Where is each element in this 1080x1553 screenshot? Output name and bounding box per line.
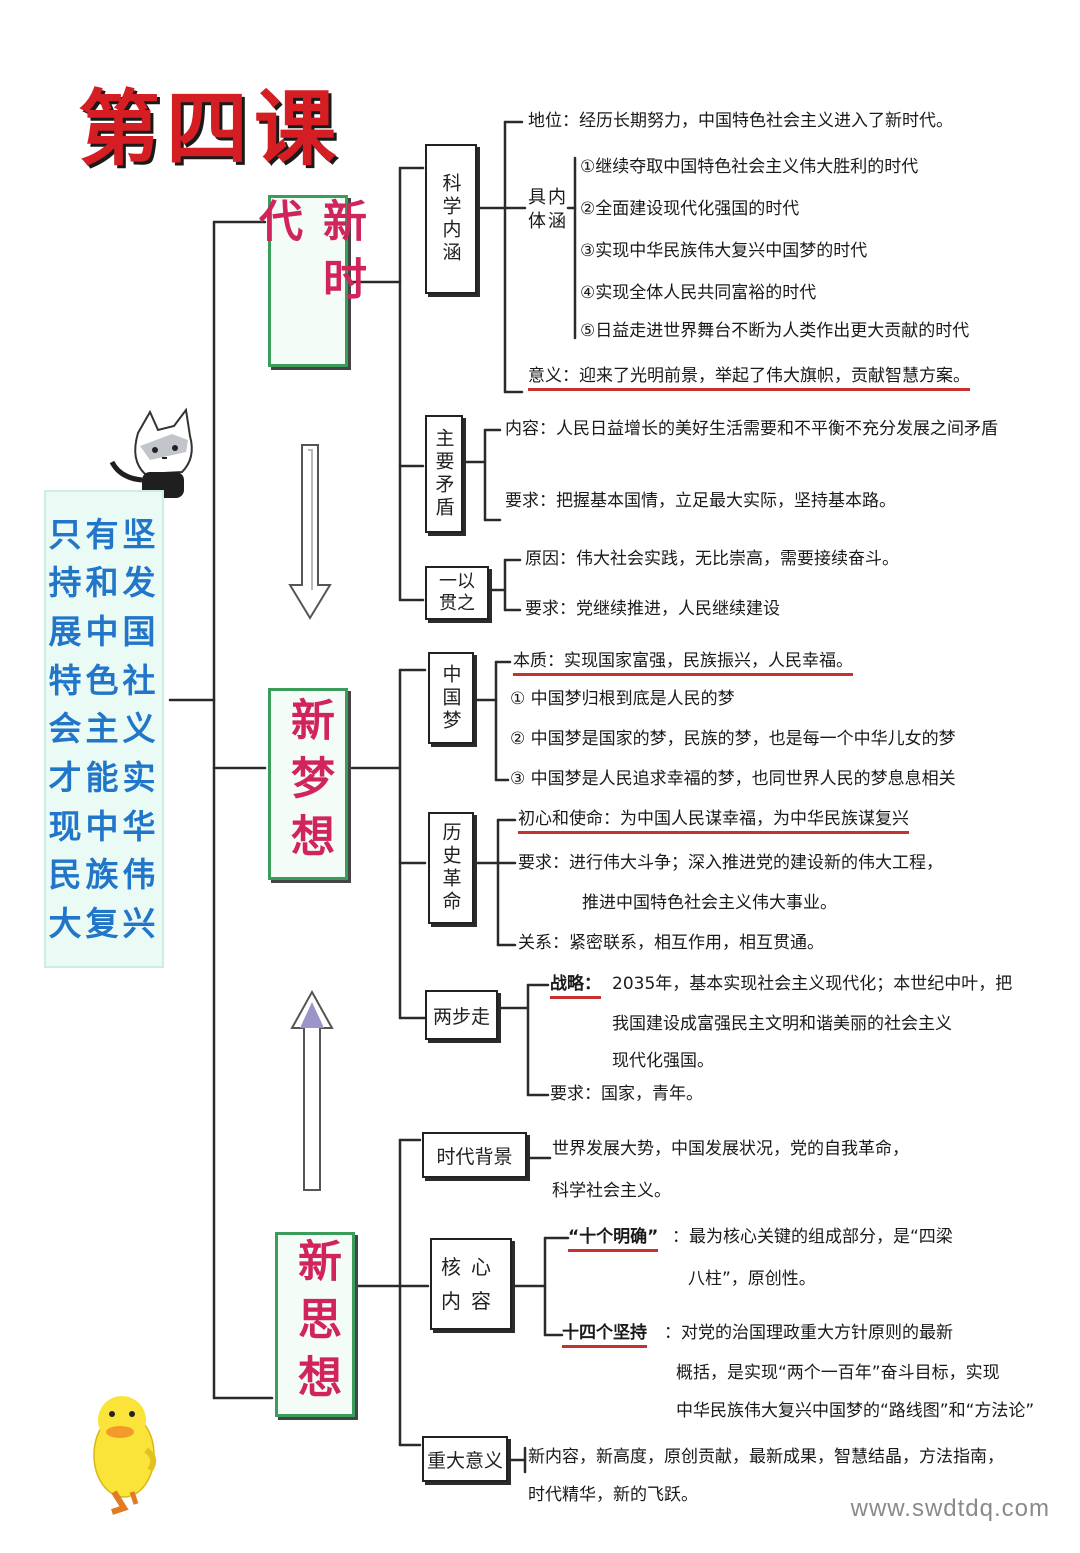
text-contradiction-content: 内容：人民日益增长的美好生活需要和不平衡不充分发展之间矛盾 — [505, 419, 998, 439]
text-significance-cont: 时代精华，新的飞跃。 — [528, 1485, 698, 1505]
text-ten-clarifications: ：最为核心关键的组成部分，是“四梁 — [672, 1227, 953, 1247]
text-significance: 新内容，新高度，原创贡献，最新成果，智慧结晶，方法指南， — [528, 1447, 1004, 1467]
text-mission-relation: 关系：紧密联系，相互作用，相互贯通。 — [518, 933, 824, 953]
node-new-era: 新时代 — [251, 195, 366, 367]
list-item: ④实现全体人民共同富裕的时代 — [580, 283, 817, 303]
motto-panel: 只有坚 持和发 展中国 特色社 会主义 才能实 现中华 民族伟 大复兴 — [44, 490, 164, 968]
text-fourteen-adherences-cont: 中华民族伟大复兴中国梦的“路线图”和“方法论” — [676, 1401, 1035, 1421]
text-ten-clarifications-cont: 八柱”，原创性。 — [688, 1269, 816, 1289]
motto-line: 会主义 — [48, 709, 160, 749]
watermark: www.swdtdq.com — [850, 1495, 1050, 1522]
label-fourteen-adherences: 十四个坚持 — [562, 1322, 647, 1348]
node-core-content: 核心内容 — [430, 1238, 512, 1330]
list-item: ② 中国梦是国家的梦，民族的梦，也是每一个中华儿女的梦 — [510, 729, 956, 749]
node-china-dream: 中国梦 — [428, 652, 474, 744]
text-background-cont: 科学社会主义。 — [552, 1181, 671, 1201]
text-mission-requirement: 要求：进行伟大斗争；深入推进党的建设新的伟大工程， — [518, 853, 943, 873]
list-item: ① 中国梦归根到底是人民的梦 — [510, 689, 735, 709]
arrow-down-icon — [288, 444, 332, 620]
text-strategy: 2035年，基本实现社会主义现代化；本世纪中叶，把 — [612, 974, 1013, 994]
motto-line: 才能实 — [48, 758, 160, 798]
motto-line: 大复兴 — [48, 904, 160, 944]
label-ten-clarifications: “十个明确” — [568, 1226, 659, 1252]
motto-line: 民族伟 — [48, 855, 160, 895]
text-position: 地位：经历长期努力，中国特色社会主义进入了新时代。 — [528, 111, 953, 131]
text-fourteen-adherences: ：对党的治国理政重大方针原则的最新 — [664, 1323, 953, 1343]
list-item: ②全面建设现代化强国的时代 — [580, 199, 800, 219]
text-fourteen-adherences-cont: 概括，是实现“两个一百年”奋斗目标，实现 — [676, 1363, 1000, 1383]
cat-icon — [109, 407, 193, 498]
list-item: ①继续夺取中国特色社会主义伟大胜利的时代 — [580, 157, 919, 177]
text-strategy-cont: 我国建设成富强民主文明和谐美丽的社会主义 — [612, 1014, 952, 1034]
motto-line: 现中华 — [48, 806, 160, 846]
text-contradiction-requirement: 要求：把握基本国情，立足最大实际，坚持基本路。 — [505, 491, 896, 511]
list-item: ③实现中华民族伟大复兴中国梦的时代 — [580, 241, 868, 261]
label-specific-content: 具内体涵 — [528, 187, 568, 232]
motto-line: 持和发 — [48, 563, 160, 603]
text-consistent-requirement: 要求：党继续推进，人民继续建设 — [525, 599, 780, 619]
arrow-up-icon — [290, 989, 334, 1191]
duck-icon — [93, 1396, 157, 1515]
text-original-mission: 初心和使命：为中国人民谋幸福，为中华民族谋复兴 — [518, 808, 909, 834]
label-strategy: 战略： — [550, 973, 601, 999]
text-strategy-cont: 现代化强国。 — [612, 1051, 714, 1071]
node-new-dream: 新梦想 — [268, 688, 348, 880]
text-background: 世界发展大势，中国发展状况，党的自我革命， — [552, 1139, 909, 1159]
node-historical-mission: 历史革命 — [428, 812, 474, 924]
node-main-contradiction: 主要矛盾 — [425, 415, 463, 533]
text-two-steps-requirement: 要求：国家，青年。 — [550, 1084, 703, 1104]
text-dream-essence: 本质：实现国家富强，民族振兴，人民幸福。 — [513, 650, 853, 676]
node-new-thought: 新思想 — [275, 1232, 355, 1417]
node-scientific-connotation: 科学内涵 — [425, 144, 477, 294]
list-item: ③ 中国梦是人民追求幸福的梦，也同世界人民的梦息息相关 — [510, 769, 956, 789]
page-title: 第四课 — [78, 82, 343, 177]
node-consistent: 一以贯之 — [425, 566, 489, 620]
node-significance: 重大意义 — [422, 1436, 508, 1482]
motto-line: 只有坚 — [48, 514, 160, 554]
text-meaning: 意义：迎来了光明前景，举起了伟大旗帜，贡献智慧方案。 — [528, 365, 970, 391]
node-era-background: 时代背景 — [422, 1132, 527, 1178]
list-item: ⑤日益走进世界舞台不断为人类作出更大贡献的时代 — [580, 321, 970, 341]
motto-line: 展中国 — [48, 612, 160, 652]
node-two-steps: 两步走 — [425, 990, 498, 1040]
text-consistent-reason: 原因：伟大社会实践，无比崇高，需要接续奋斗。 — [525, 549, 899, 569]
text-mission-requirement-cont: 推进中国特色社会主义伟大事业。 — [582, 893, 837, 913]
motto-line: 特色社 — [48, 660, 160, 700]
